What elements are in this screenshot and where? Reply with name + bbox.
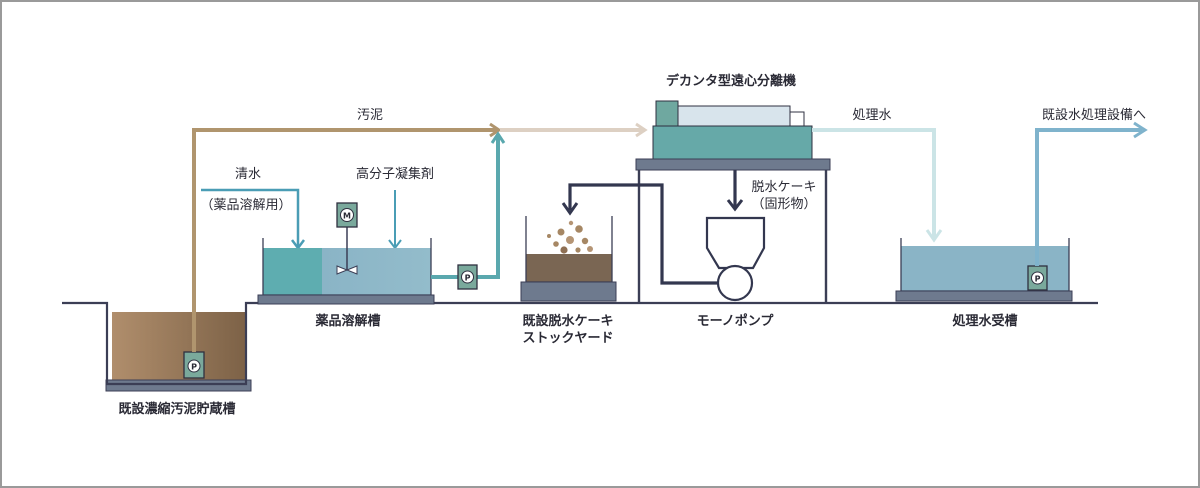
decanter-label: デカンタ型遠心分離機 [666,73,796,89]
pump-icon [187,359,201,373]
sludge-storage-tank: P [105,312,252,392]
sludge-storage-label: 既設濃縮汚泥貯蔵槽 [118,401,235,417]
pump-icon [1031,271,1044,285]
polymer-label: 高分子凝集剤 [356,166,434,182]
outgoing-label: 既設水処理設備へ [1042,107,1146,123]
sludge-pipe-line [192,128,498,352]
treated-water-label: 処理水 [852,108,891,123]
chemical-tank-label: 薬品溶解槽 [314,313,380,329]
stockyard-label-2: ストックヤード [522,331,613,346]
decanter-motor [655,100,679,127]
pump-icon-letter: P [1035,275,1041,284]
cake-label-2: （固形物） [751,197,816,212]
cake-transport-arrow-icon [561,202,579,216]
outgoing-arrow-icon [1133,121,1148,139]
treated-tank-base [895,290,1073,302]
pump-icon [461,270,474,284]
mixed-arrow-icon [635,122,648,138]
decanter-body [652,125,813,160]
mono-pump-hopper [705,216,766,270]
cake-pile [526,254,612,282]
chemical-tank-base [257,294,435,305]
decanter-cap [789,111,805,127]
sludge-arrow-icon [489,122,502,138]
cake-transport-line [568,183,718,285]
stockyard-base [520,281,617,302]
chemical-tank: M [257,202,435,305]
outgoing-pipe [1035,121,1148,266]
cake-transport-pipe [561,183,718,285]
chemical-feed-line-2 [477,134,500,279]
cake-label-1: 脱水ケーキ [751,180,816,195]
treated-tank-label: 処理水受槽 [951,313,1017,329]
pump-icon-letter: P [191,363,197,372]
cake-stockyard [520,216,617,302]
decanter-cover [677,105,791,127]
mono-pump [705,216,766,302]
treated-water-arrow-icon [925,229,943,243]
agitator-blade [345,265,358,275]
treated-water-tank: P [895,238,1073,302]
motor-icon-letter: M [343,212,351,221]
clean-water-label: 清水 [235,167,261,182]
sludge-label: 汚泥 [357,108,383,123]
mono-pump-rotor [716,264,754,302]
falling-cake-particles [547,220,593,254]
chemical-feed-arrow-icon [490,131,506,144]
storage-tank-base [105,379,252,392]
clean-water-line [201,188,300,246]
pump-icon-letter: P [465,274,471,283]
decanter-base [635,158,831,171]
motor-icon [340,208,354,222]
stockyard-label-1: 既設脱水ケーキ [522,313,613,329]
polymer-feed [388,190,402,250]
chemical-feed-pipe: P [431,131,506,290]
treated-water-line [812,128,936,238]
decanter-centrifuge [635,100,831,303]
cake-drop-arrow-icon [726,199,744,212]
treated-water-pipe [812,128,943,243]
clean-water-sub-label: （薬品溶解用） [200,198,291,213]
agitator-blade [336,265,349,275]
outgoing-line [1035,128,1142,266]
cake-drop [726,170,744,212]
mono-pump-label: モーノポンプ [697,313,775,329]
sludge-pipe [192,122,648,352]
sludge-fill [112,312,245,380]
